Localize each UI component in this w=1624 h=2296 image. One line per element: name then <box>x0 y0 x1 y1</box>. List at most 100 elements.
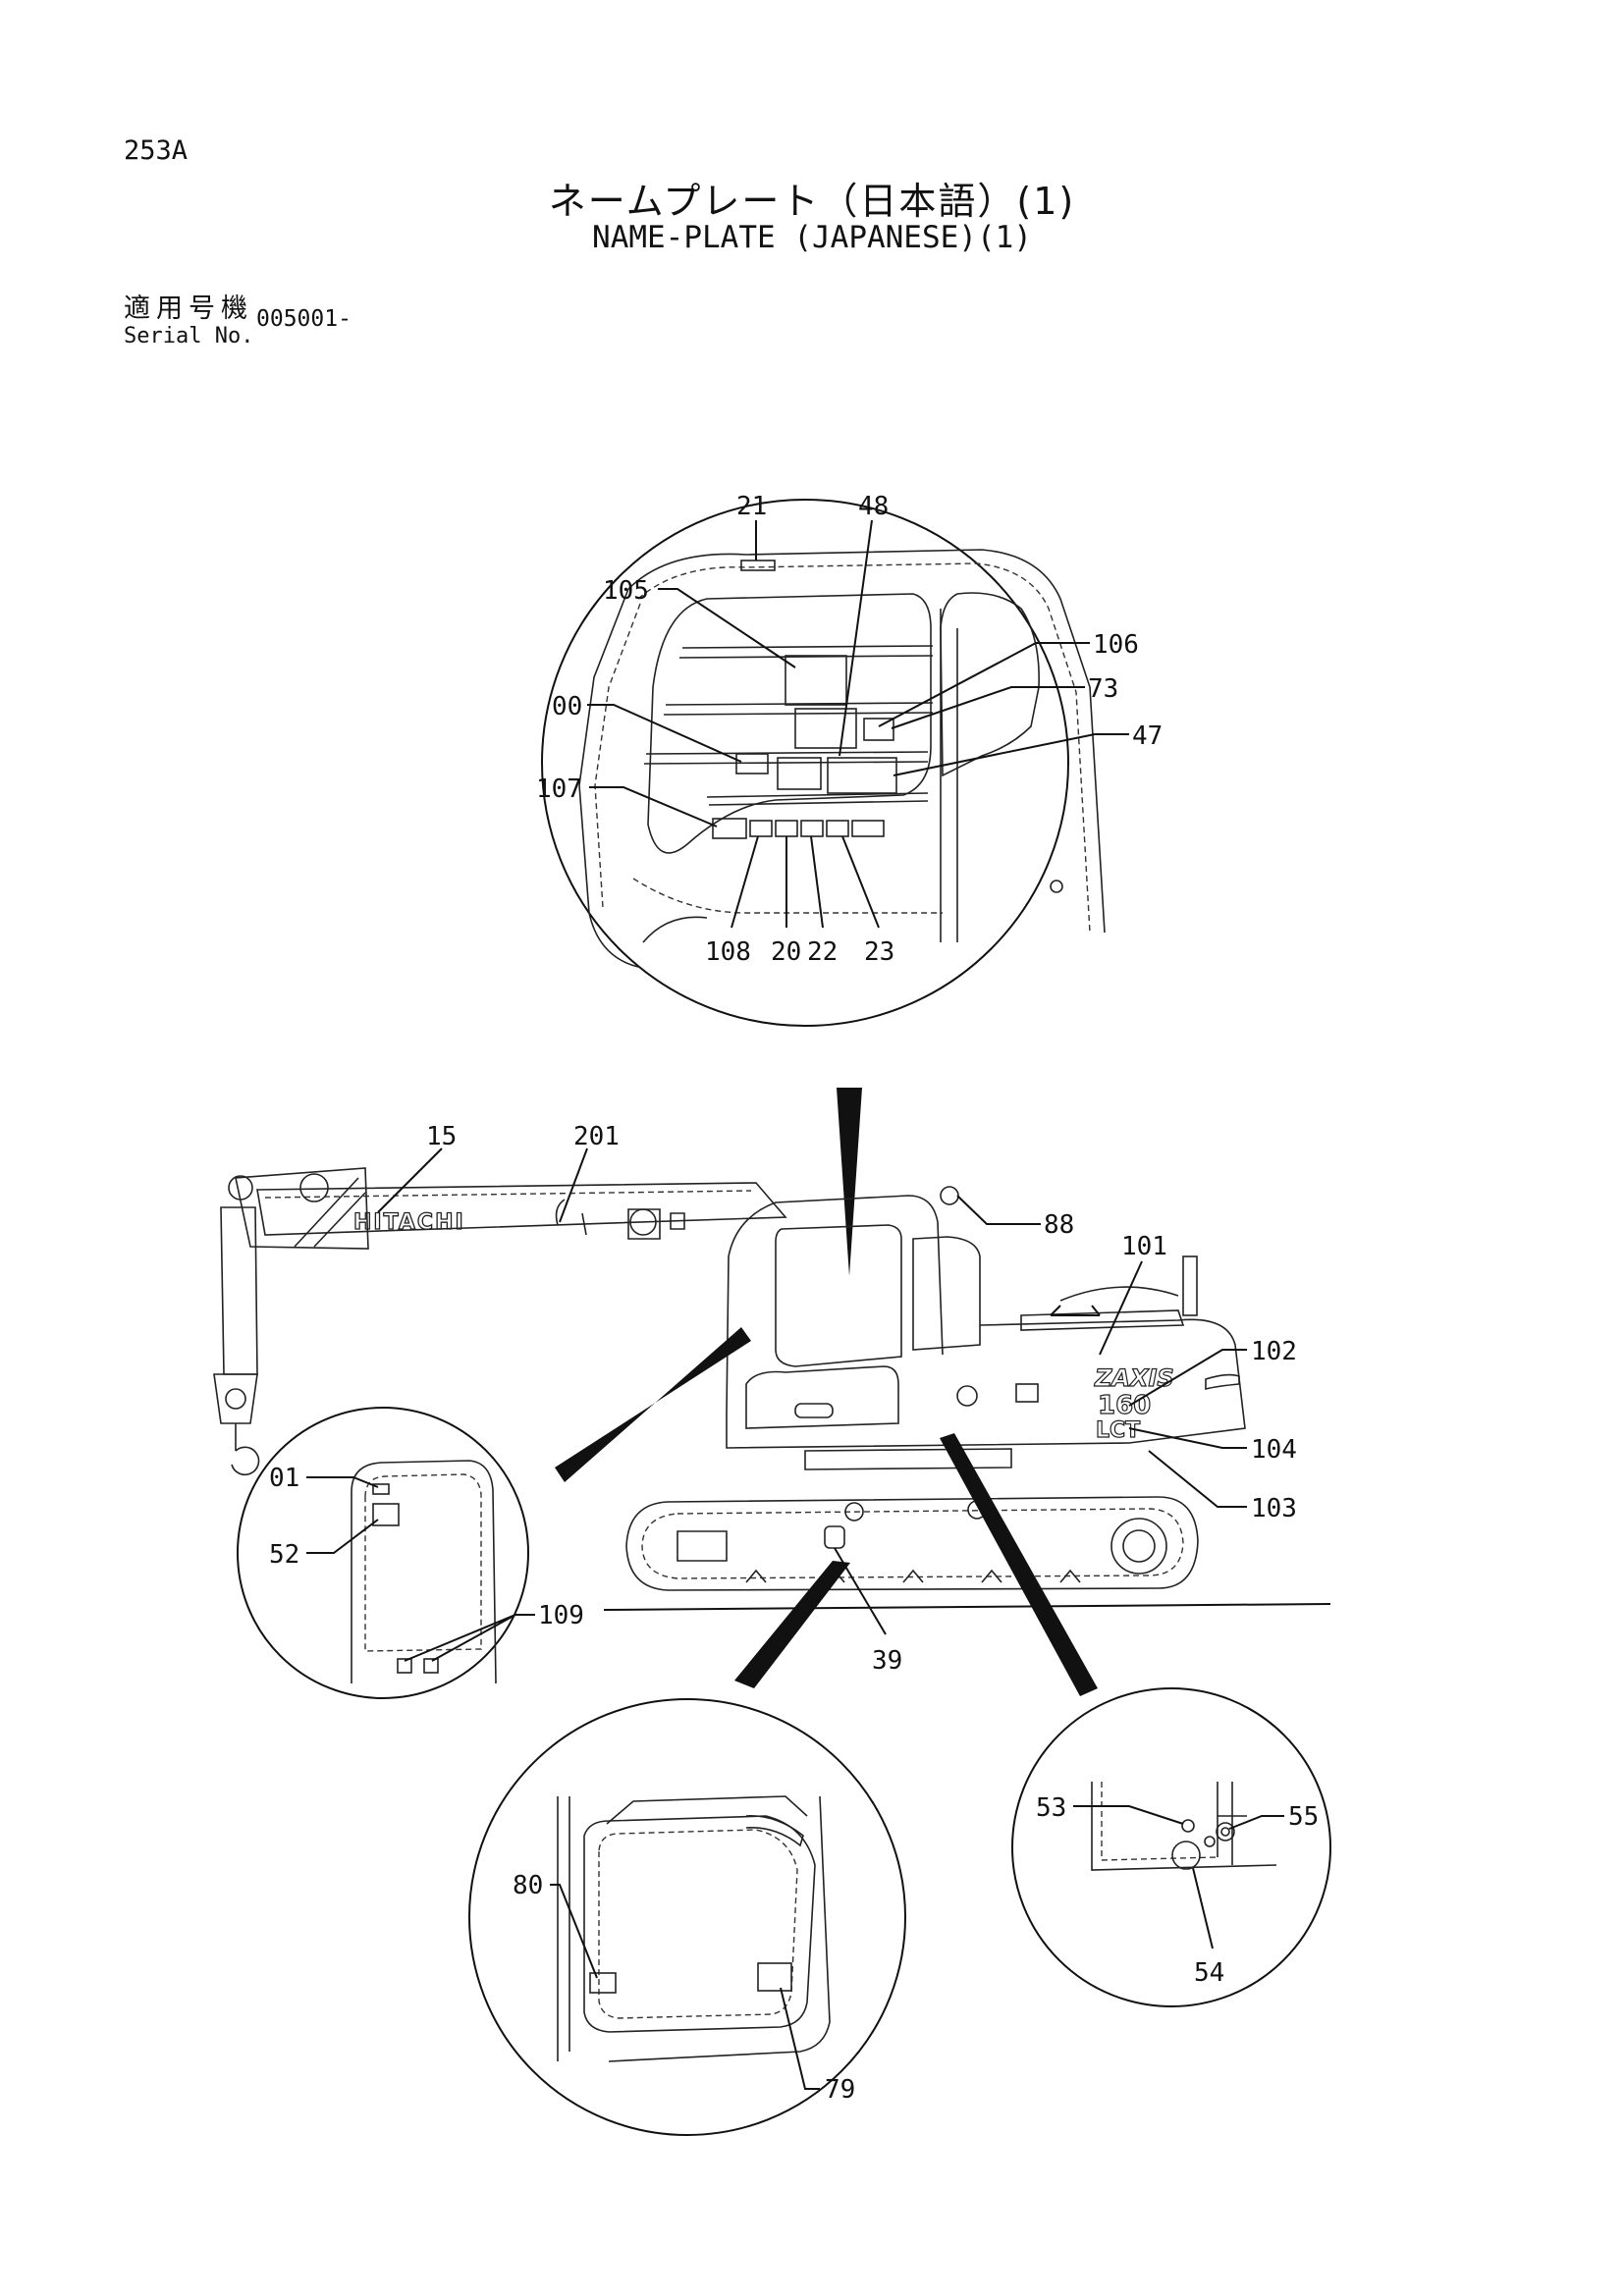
page-number: 253A <box>124 135 189 166</box>
leader-105 <box>658 588 796 668</box>
callout-47: 47 <box>1132 721 1163 751</box>
plate-80 <box>589 1972 617 1994</box>
swing-frame <box>804 1448 1012 1470</box>
boom-tip-pin <box>228 1175 253 1201</box>
model-number: 160 <box>1098 1391 1151 1420</box>
boom <box>256 1182 787 1236</box>
cab-front-window <box>647 593 932 854</box>
cab-outline <box>726 1195 944 1415</box>
leader-108 <box>731 835 759 929</box>
cab-roof-inner-outline <box>637 562 1091 934</box>
door-panel <box>583 1815 816 2033</box>
leader-80 <box>550 1884 598 1979</box>
callout-00: 00 <box>552 692 582 721</box>
boom-inner-line <box>264 1190 752 1199</box>
rail-3 <box>643 751 929 765</box>
leader-54 <box>1192 1867 1214 1949</box>
callout-55: 55 <box>1288 1802 1319 1832</box>
callout-21: 21 <box>736 492 767 521</box>
callout-102: 102 <box>1251 1337 1297 1366</box>
crawler-track <box>625 1496 1199 1591</box>
leader-52 <box>306 1519 379 1554</box>
leader-79 <box>780 1987 820 2090</box>
leader-109 <box>404 1614 535 1662</box>
cab-bolt <box>1050 880 1063 893</box>
cab-interior-circle <box>541 499 1069 1027</box>
callout-106: 106 <box>1093 630 1139 660</box>
side-panel-circle <box>1011 1687 1331 2007</box>
cab-door <box>745 1365 899 1429</box>
boom-link <box>294 1177 366 1248</box>
boom-brand: HITACHI <box>353 1210 465 1235</box>
callout-48: 48 <box>858 492 889 521</box>
pointer-door-frame <box>555 1327 751 1482</box>
cab-front-window-main <box>775 1224 902 1367</box>
plate-109-a <box>397 1658 412 1674</box>
leader-55 <box>1228 1815 1284 1830</box>
pointer-side-panel <box>940 1433 1098 1696</box>
serial-label-english: Serial No. <box>124 324 254 348</box>
leader-47 <box>893 733 1129 776</box>
decal-55-inner <box>1220 1827 1230 1837</box>
boom-hook-decal-201 <box>555 1199 566 1226</box>
side-panel-detail: 53 55 54 <box>1011 1687 1331 2007</box>
hook-cable-column <box>220 1206 258 1375</box>
plate-22 <box>800 820 824 837</box>
plate-00 <box>735 753 769 774</box>
page-title-japanese: ネームプレート（日本語）(1) <box>548 180 1076 223</box>
excavator-drawing: HITACHI ZAXIS 160 LCT <box>213 1122 1331 1676</box>
leader-201 <box>559 1148 588 1223</box>
plate-73 <box>863 718 894 741</box>
plate-109-b <box>423 1658 439 1674</box>
callout-105: 105 <box>603 576 649 606</box>
body-plate <box>1015 1383 1039 1403</box>
leader-106 <box>878 642 1090 727</box>
door-panel-inner <box>598 1829 798 2019</box>
model-brand: ZAXIS <box>1094 1364 1174 1392</box>
drive-sprocket-hub <box>1122 1529 1156 1563</box>
upper-roller-1 <box>844 1502 864 1522</box>
page-title-english: NAME-PLATE (JAPANESE)(1) <box>592 220 1032 255</box>
door-latch <box>745 1815 804 1847</box>
callout-39: 39 <box>872 1646 902 1676</box>
door-frame-circle <box>237 1407 529 1699</box>
serial-number-value: 005001- <box>256 306 352 332</box>
engine-hood-arc <box>1059 1286 1179 1302</box>
serial-label-japanese: 適用号機 <box>124 294 253 324</box>
cab-interior-detail: 21 48 105 106 73 00 47 107 108 20 22 23 <box>536 492 1163 1027</box>
crawler-track-inner <box>641 1508 1184 1579</box>
callout-109: 109 <box>538 1601 584 1630</box>
plate-107 <box>712 818 747 839</box>
callout-88: 88 <box>1044 1210 1074 1240</box>
cab-left-pillar-inner <box>594 603 641 909</box>
body-light <box>1205 1373 1240 1391</box>
callout-201: 201 <box>573 1122 620 1151</box>
cab-side-window-main <box>912 1236 981 1351</box>
rail-2 <box>663 702 934 716</box>
callout-104: 104 <box>1251 1435 1297 1465</box>
boom-fitting-bracket <box>627 1208 661 1240</box>
ground-line <box>603 1603 1331 1611</box>
hook-block <box>213 1373 258 1424</box>
callout-108: 108 <box>705 937 751 967</box>
decal-53 <box>1181 1819 1195 1833</box>
leader-00 <box>587 704 742 763</box>
upper-body <box>726 1318 1246 1449</box>
plate-52 <box>372 1503 400 1526</box>
plate-108 <box>749 820 773 837</box>
hook-block-pin <box>225 1388 246 1410</box>
door-frame-inner <box>364 1473 482 1652</box>
callout-107: 107 <box>536 774 582 804</box>
decal-54 <box>1171 1841 1201 1870</box>
door-inner-circle <box>468 1698 906 2136</box>
leader-53 <box>1073 1805 1184 1825</box>
callout-23: 23 <box>864 937 894 967</box>
callout-22: 22 <box>807 937 838 967</box>
leader-01 <box>306 1476 379 1488</box>
engine-hood-top <box>1020 1309 1185 1331</box>
callout-01: 01 <box>269 1464 299 1493</box>
cab-lower-curve <box>642 916 708 943</box>
panel-frame-left <box>1091 1782 1277 1871</box>
model-suffix: LCT <box>1096 1418 1140 1443</box>
